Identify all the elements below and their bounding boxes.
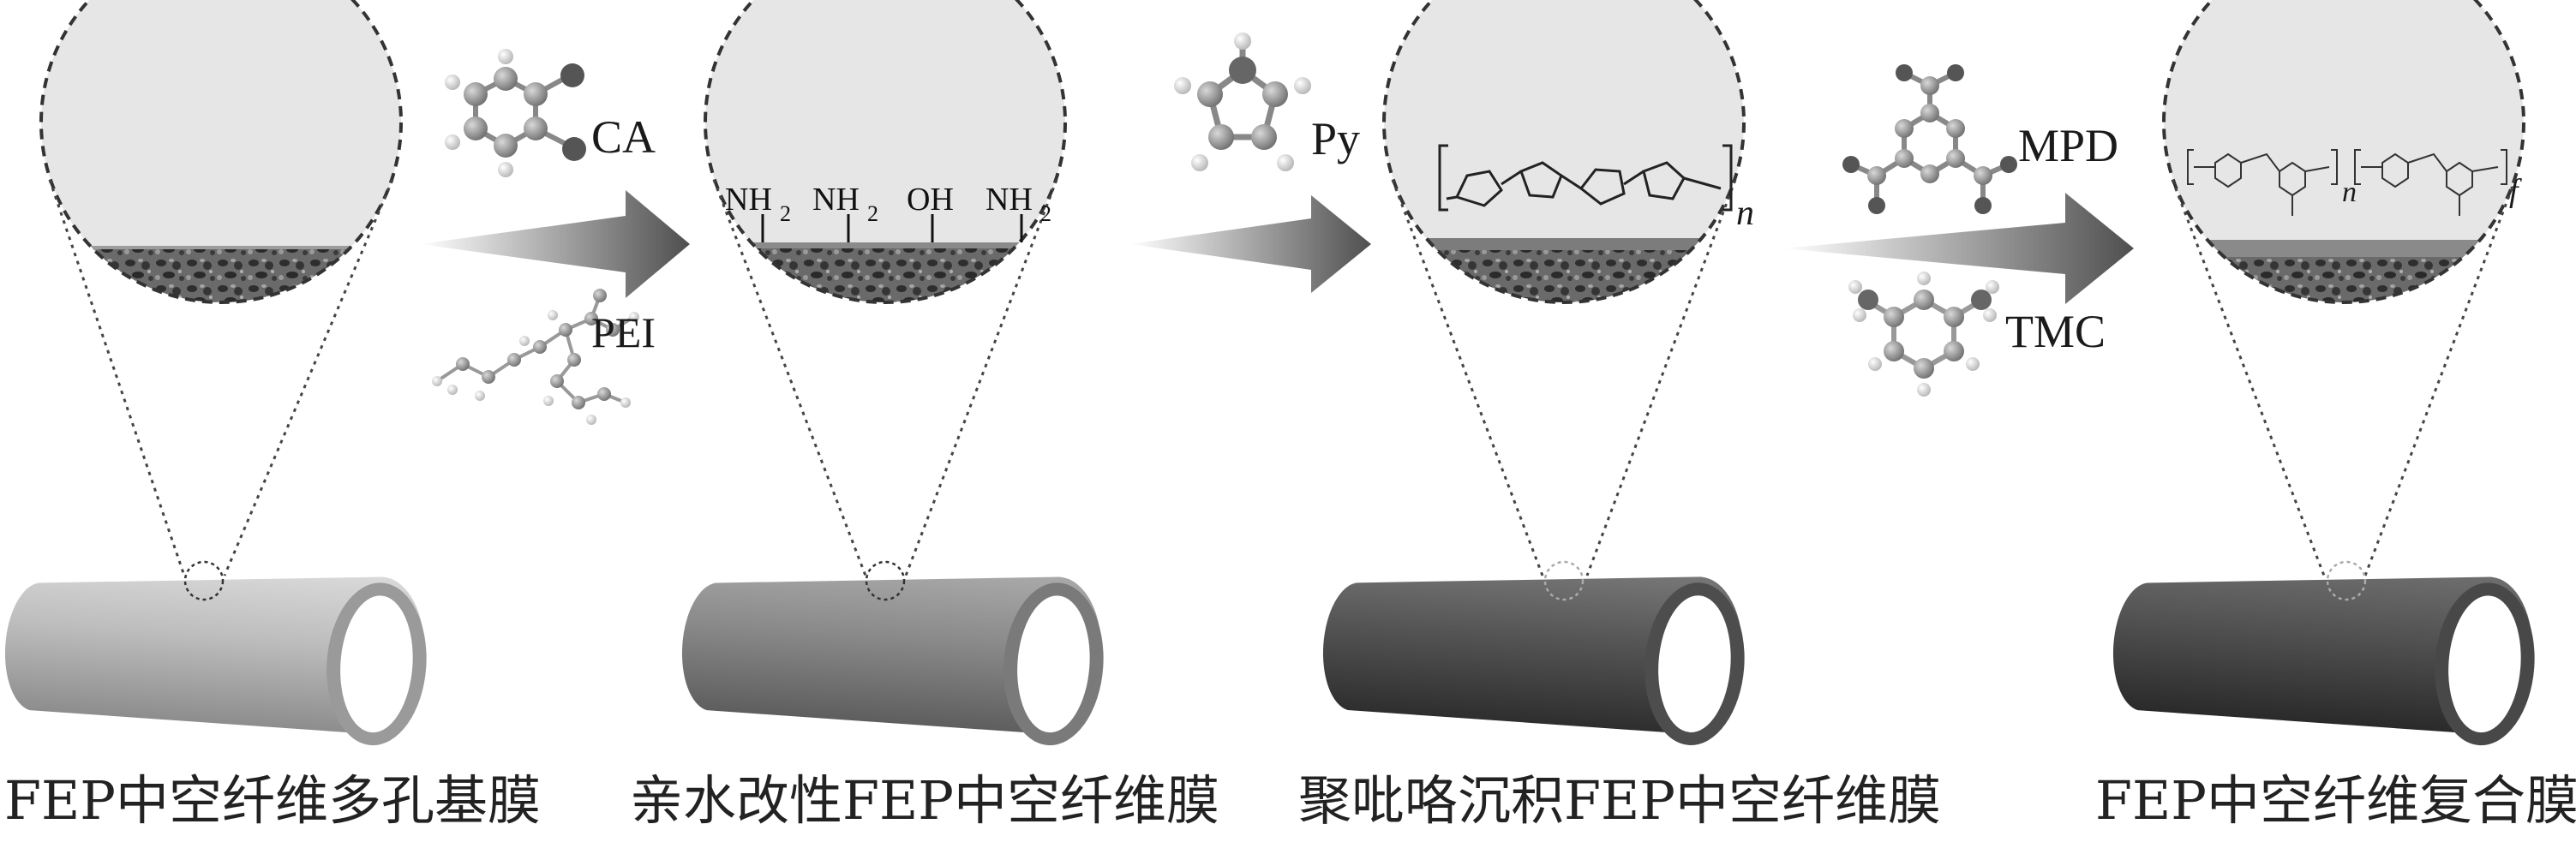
group-nh2-1: NH (725, 182, 772, 218)
reagent-pei-label: PEI (591, 308, 656, 356)
polyamide-subscript-n: n (2342, 176, 2357, 208)
mpd-molecule (1848, 272, 1999, 397)
stage1-substrate (4, 0, 427, 746)
arrow-step-2 (1129, 195, 1371, 293)
pei-molecule (432, 289, 639, 425)
group-nh2-2: NH (812, 182, 860, 218)
group-nh2-3-sub: 2 (1040, 201, 1051, 226)
reagent-ca-label: CA (591, 111, 656, 163)
arrow-step-1 (420, 190, 690, 298)
caption-porous-substrate: FEP中空纤维多孔基膜 (4, 769, 541, 832)
hollow-fiber-tube-2 (681, 576, 1104, 746)
hollow-fiber-tube-3 (1322, 576, 1745, 745)
polypyrrole-structure (1438, 144, 1733, 212)
ca-molecule (445, 49, 586, 177)
polyamide-structure (2187, 149, 2507, 216)
stage3-polypyrrole: n (1322, 0, 1754, 745)
arrow-step-3 (1782, 193, 2134, 304)
hollow-fiber-tube-4 (2112, 576, 2535, 746)
tmc-molecule (1842, 64, 2017, 214)
py-molecule (1174, 33, 1311, 171)
reagent-py-label: Py (1311, 113, 1360, 164)
hollow-fiber-tube-1 (4, 576, 427, 746)
caption-composite-membrane: FEP中空纤维复合膜 (2095, 769, 2576, 832)
caption-hydrophilic-membrane: 亲水改性FEP中空纤维膜 (630, 769, 1219, 832)
reagent-mpd-label: MPD (2018, 120, 2118, 171)
polyamide-subscript-f: f (2509, 173, 2522, 209)
reagent-tmc-label: TMC (2005, 306, 2106, 357)
stage4-composite: n f (2112, 0, 2535, 746)
group-oh: OH (907, 182, 954, 218)
hydrophilic-groups: NH 2 NH 2 OH NH 2 (725, 182, 1051, 242)
group-nh2-3: NH (985, 182, 1033, 218)
stage2-hydrophilic: NH 2 NH 2 OH NH 2 (681, 0, 1104, 746)
group-nh2-1-sub: 2 (780, 201, 791, 226)
group-nh2-2-sub: 2 (867, 201, 878, 226)
polypyrrole-subscript-n: n (1736, 194, 1754, 233)
caption-polypyrrole-membrane: 聚吡咯沉积FEP中空纤维膜 (1298, 769, 1941, 832)
